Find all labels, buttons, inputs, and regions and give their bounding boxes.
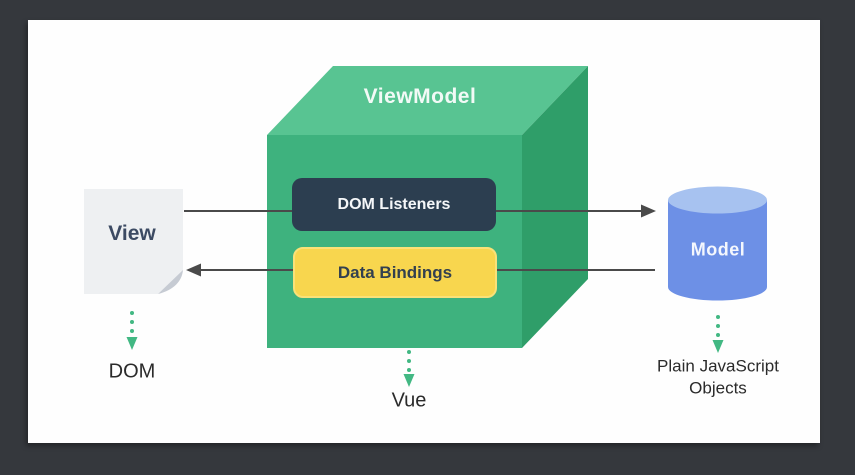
dot [130,329,134,333]
data-bindings-label: Data Bindings [337,262,453,282]
dot [716,324,720,328]
dot [407,359,411,363]
vue-caption: Vue [391,389,427,412]
dot [716,333,720,337]
dom-listeners-box: DOM Listeners [292,178,496,231]
cube-front-face [267,135,522,348]
cylinder-top [668,186,767,214]
view-title: View [108,222,156,245]
dom-caption: DOM [108,360,156,383]
dotted-arrow-head [126,337,138,350]
model-dotted-arrow [712,315,724,353]
model-cylinder-icon [668,186,767,301]
diagram-canvas: ViewModel DOM Listeners Data Bindings Vi… [28,20,820,443]
data-bindings-box: Data Bindings [293,247,497,298]
model-title: Model [690,239,746,260]
cube-top-face [267,66,588,135]
view-page-icon [84,189,183,294]
cylinder-body [668,200,767,301]
dot [407,368,411,372]
view-dotted-arrow [126,311,138,350]
arrow-head-left [186,263,201,277]
dot [130,320,134,324]
dot [407,350,411,354]
dom-listeners-label: DOM Listeners [337,195,451,213]
page-shape [84,189,183,294]
page-fold-corner [158,270,183,294]
dot [130,311,134,315]
viewmodel-title: ViewModel [363,85,477,108]
cube-right-face [522,66,588,348]
dot [716,315,720,319]
plain-javascript-objects-caption: Plain JavaScript Objects [657,356,779,398]
viewmodel-dotted-arrow [403,350,415,387]
arrow-head-right [641,204,656,218]
dotted-arrow-head [712,340,724,353]
dotted-arrow-head [403,374,415,387]
